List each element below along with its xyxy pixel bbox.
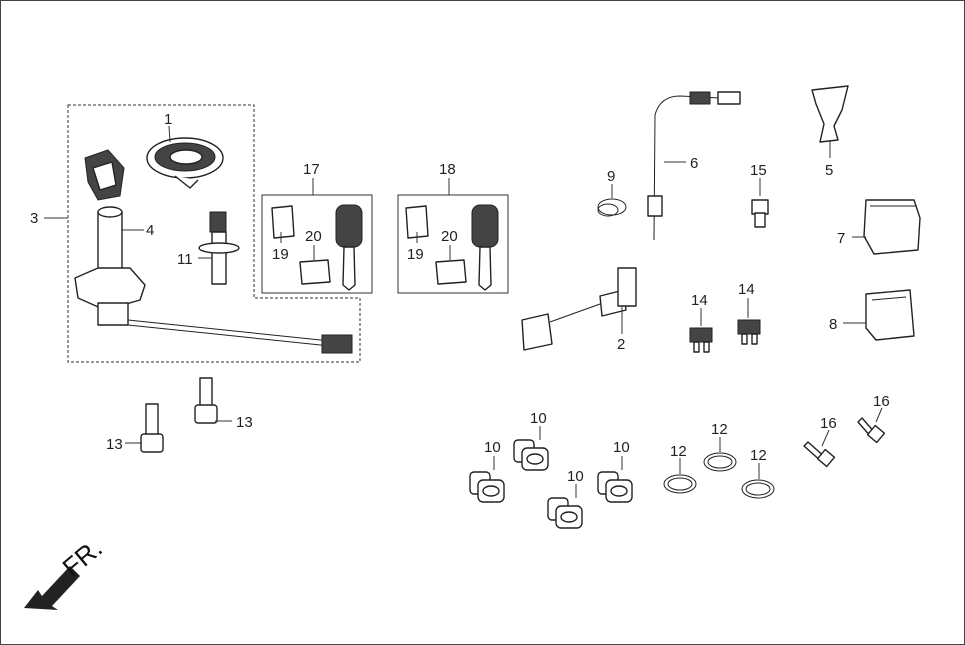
callout-10d: 10 [613,439,630,456]
part-ignition-switch [74,149,353,354]
part-bolt-13b [194,377,218,424]
callout-12a: 12 [670,443,687,460]
part-clip [597,198,627,217]
callout-14b: 14 [738,281,755,298]
part-ring-12b [703,452,737,472]
part-cap-10a [469,471,505,503]
callout-10c: 10 [567,468,584,485]
callout-15: 15 [750,162,767,179]
leader-lines [44,125,883,498]
callout-12c: 12 [750,447,767,464]
callout-19b: 19 [407,246,424,263]
callout-16a: 16 [820,415,837,432]
callout-10b: 10 [484,439,501,456]
callout-11: 11 [177,251,193,268]
part-screw-16a [803,441,836,468]
callout-20b: 20 [441,228,458,245]
part-sensor [647,91,741,241]
callout-12b: 12 [711,421,728,438]
part-bracket [811,85,849,143]
callout-4: 4 [146,222,154,239]
part-harness [521,267,637,351]
callout-19a: 19 [272,246,289,263]
part-nut-15 [751,199,769,228]
part-ring-12a [663,474,697,494]
callout-20a: 20 [305,228,322,245]
callout-7: 7 [837,230,845,247]
part-cap-10d [597,471,633,503]
callout-16b: 16 [873,393,890,410]
callout-17: 17 [303,161,320,178]
callout-3: 3 [30,210,38,227]
part-ring-12c [741,479,775,499]
callout-6: 6 [690,155,698,172]
callout-14a: 14 [691,292,708,309]
callout-13a: 13 [106,436,123,453]
part-fuse-a [689,327,713,353]
callout-8: 8 [829,316,837,333]
part-screw-16b [857,417,886,444]
part-fuse-b [737,319,761,345]
callout-18: 18 [439,161,456,178]
part-cap-10c [547,497,583,529]
part-cap-10b [513,439,549,471]
keyset-box-18 [397,194,509,294]
callout-13b: 13 [236,414,253,431]
keyset-box-17 [261,194,373,294]
part-key-set-17 [271,204,363,291]
callout-2: 2 [617,336,625,353]
part-holder [865,289,915,341]
part-relay-cover [863,199,921,255]
callout-10a: 10 [530,410,547,427]
part-bolt-13a [140,403,164,453]
callout-9: 9 [607,168,615,185]
part-key-set-18 [405,204,499,291]
part-seat-lock [198,211,240,285]
ignition-group-box [67,104,361,363]
front-direction-arrow-icon [24,566,80,610]
callout-5: 5 [825,162,833,179]
callout-1: 1 [164,111,172,128]
part-fuel-cap [146,137,224,189]
